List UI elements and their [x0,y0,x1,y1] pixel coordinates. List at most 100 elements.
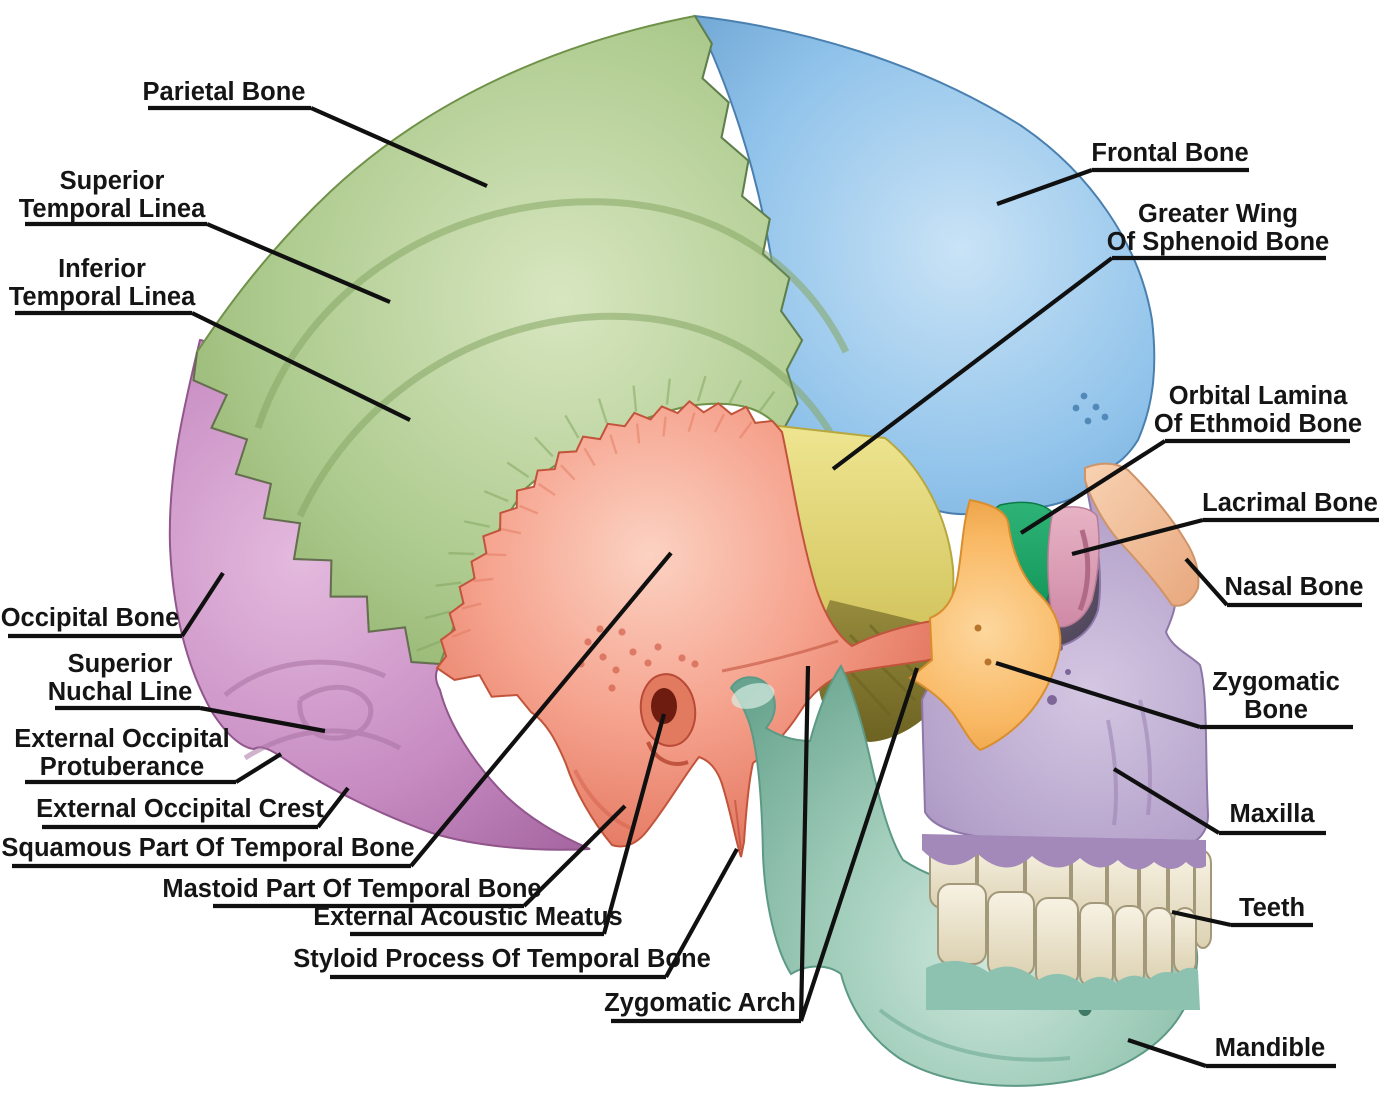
leader-lacrimal [1071,517,1379,557]
leader-mastoid [213,804,627,909]
dot [1101,413,1109,421]
lower-teeth-row [937,883,1197,988]
supramastoid-crest-line [721,639,839,673]
dot [1047,695,1057,705]
zygomatic-bone-shape [908,498,1062,752]
leader-styloid [330,847,739,980]
label-line: Lacrimal Bone [1202,489,1378,517]
dot [618,628,626,636]
label-line: External Occipital [14,725,229,753]
label-mandible: Mandible [1215,1034,1326,1062]
label-ext_occ_crest: External Occipital Crest [36,795,324,823]
striation-line [564,414,580,439]
label-lacrimal: Lacrimal Bone [1202,489,1378,517]
label-line: Temporal Linea [19,195,206,223]
lacrimal-groove-line [1077,529,1091,611]
leader-ext_occ_protuberance [25,752,283,785]
striation-line [473,577,494,583]
leader-ethmoid [1019,438,1350,535]
superior-temporal-linea-arc [254,198,850,430]
label-line: Maxilla [1229,800,1315,828]
striation-line [713,413,726,433]
dot [1092,403,1100,411]
label-line: External Occipital Crest [36,795,324,823]
striation-line [662,416,667,437]
leader-squamous [12,551,673,869]
dot [654,643,662,651]
leader-nasal [1184,557,1362,608]
mastoid-shade-arc [573,769,636,832]
striation-line [534,436,554,458]
label-line: Frontal Bone [1091,139,1248,167]
dot [596,625,604,633]
label-line: Squamous Part Of Temporal Bone [1,834,414,862]
leader-acoustic_meatus [350,713,667,937]
dot [599,653,607,661]
label-teeth: Teeth [1239,894,1305,922]
styloid-shade-line [734,799,742,851]
striation-line [583,447,596,467]
label-line: Nuchal Line [48,678,193,706]
leader-zygomatic_arch [611,665,919,1024]
label-line: Superior [68,650,173,678]
zygomatic-foramina-dots [974,624,992,666]
lower-tooth [937,883,987,965]
temporal-fan-striations [451,412,753,638]
label-maxilla: Maxilla [1229,800,1315,828]
parietal-fan-striations [416,375,776,652]
skull-art-layer [168,14,1212,1087]
leader-zygomatic [995,660,1353,730]
label-line: Zygomatic [1212,668,1340,696]
label-mastoid: Mastoid Part Of Temporal Bone [162,875,541,903]
striation-line [448,551,475,556]
striation-line [463,520,490,528]
striation-line [461,602,482,610]
striation-line [560,464,576,481]
leader-sphenoid [831,255,1326,471]
striation-line [632,385,638,412]
striation-line [738,421,753,439]
lambdoid-suture-line [192,351,441,665]
label-line: Teeth [1239,894,1305,922]
striation-line [416,640,442,652]
striation-line [687,412,696,432]
temporal-linea-arcs [254,198,850,518]
striation-line [597,398,608,424]
striation-line [728,379,743,405]
label-acoustic_meatus: External Acoustic Meatus [313,903,622,931]
label-styloid: Styloid Process Of Temporal Bone [293,945,711,973]
striation-line [424,610,451,620]
striation-line [537,482,556,497]
leader-ext_occ_crest [42,786,350,830]
temporal-bone-shape [435,399,942,858]
frontal-foramina-dots [1072,392,1109,425]
label-nasal: Nasal Bone [1225,573,1364,601]
dot [584,638,592,646]
dot [644,659,652,667]
wrinkle [1106,719,1118,826]
lower-tooth [1035,897,1079,987]
label-line: Nasal Bone [1225,573,1364,601]
striation-line [609,434,618,455]
label-line: Zygomatic Arch [604,989,796,1017]
maxilla-gum-scallop [922,834,1206,870]
striation-line [506,461,530,479]
dot [612,666,620,674]
striation-line [757,390,776,414]
mandible-gum-scallop [926,960,1200,1010]
striation-line [635,423,641,444]
label-occipital: Occipital Bone [1,604,180,632]
striation-line [665,378,671,405]
leader-sup_nuchal [55,705,326,734]
nuchal-line-upper [223,659,386,697]
label-line: Bone [1244,696,1308,724]
dot [1065,669,1071,675]
